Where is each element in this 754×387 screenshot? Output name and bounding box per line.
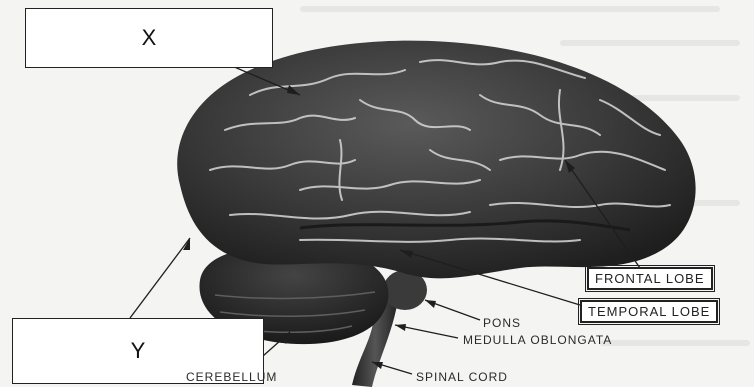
pointer-y [130,238,190,318]
label-medulla-oblongata: MEDULLA OBLONGATA [463,333,612,347]
label-pons: PONS [483,316,521,330]
answer-box-x-label: X [142,25,157,51]
label-frontal-lobe: FRONTAL LOBE [587,267,713,290]
label-cerebellum: CEREBELLUM [186,370,277,384]
label-spinal-cord: SPINAL CORD [416,370,508,384]
label-temporal-lobe: TEMPORAL LOBE [580,300,718,323]
answer-box-x: X [25,8,273,68]
answer-box-y-label: Y [131,338,146,364]
